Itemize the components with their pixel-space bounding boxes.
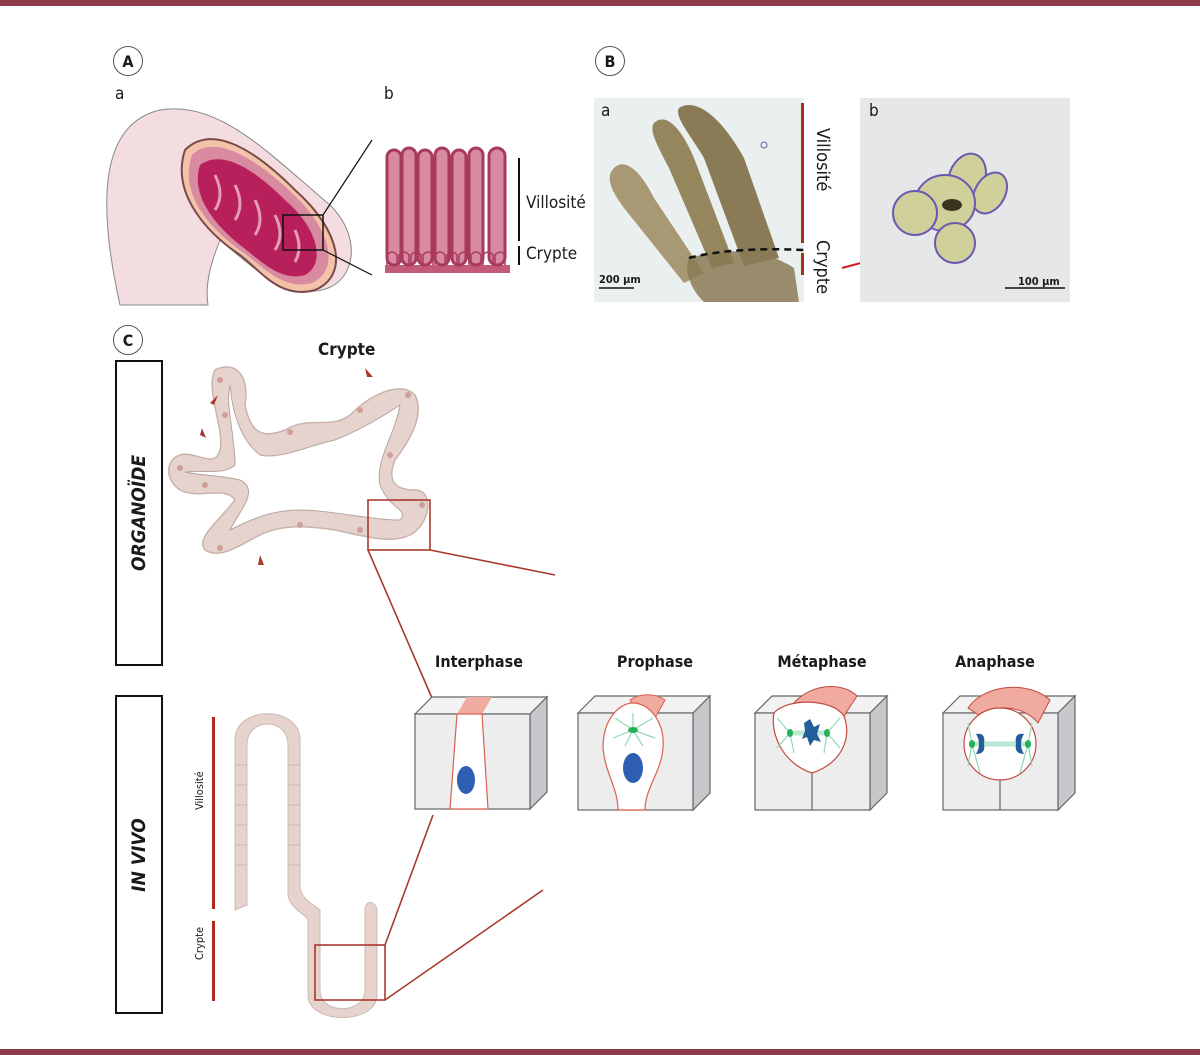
scalebar-200: 200 µm xyxy=(599,273,641,286)
nucleus-icon xyxy=(457,766,475,794)
crypt-red-bar xyxy=(801,253,804,275)
organoid-crypt-label: Crypte xyxy=(318,340,376,360)
phase-label-metaphase: Métaphase xyxy=(777,652,867,671)
villus-label: Villosité xyxy=(526,193,586,213)
phase-label-prophase: Prophase xyxy=(616,652,694,671)
intestine-illustration xyxy=(106,108,373,306)
metaphase-cell xyxy=(753,686,889,812)
invivo-crypt-label: Crypte xyxy=(193,926,206,960)
invivo-villus-illustration xyxy=(234,713,544,1018)
panel-b-sublabel-b: b xyxy=(869,101,879,121)
invivo-zoom-box xyxy=(314,944,386,1001)
villi-closeup-illustration xyxy=(385,146,510,273)
top-frame-rule xyxy=(0,0,1200,6)
panel-a-badge: A xyxy=(113,46,143,76)
crypt-vertical-label: Crypte xyxy=(812,240,833,295)
anaphase-cell xyxy=(941,686,1077,812)
invivo-villus-bar xyxy=(212,717,215,909)
micrograph-organoid xyxy=(860,98,1070,302)
crypt-arrows xyxy=(200,368,373,565)
chromatids-right-icon xyxy=(1015,733,1024,754)
prophase-cell xyxy=(576,694,712,812)
invivo-villus-label: Villosité xyxy=(193,771,206,810)
villus-bracket xyxy=(518,158,520,241)
invivo-row-label-box: IN VIVO xyxy=(115,695,163,1014)
villus-vertical-label: Villosité xyxy=(812,128,833,192)
bottom-frame-rule xyxy=(0,1049,1200,1055)
micrograph-villi xyxy=(594,98,804,302)
organoid-row-label: ORGANOÏDE xyxy=(128,454,150,572)
panel-b-badge: B xyxy=(595,46,625,76)
villus-crypt-boundary xyxy=(688,248,804,260)
chromosomes-icon xyxy=(802,719,821,746)
centrosome-icon xyxy=(628,727,638,733)
invivo-row-label: IN VIVO xyxy=(128,817,150,892)
phase-label-anaphase: Anaphase xyxy=(955,652,1035,671)
organoid-illustration xyxy=(168,366,556,706)
interphase-cell xyxy=(413,695,549,811)
crypt-label: Crypte xyxy=(526,244,578,264)
invivo-crypt-bar xyxy=(212,921,215,1001)
nucleus-icon xyxy=(623,753,643,783)
crypt-bracket xyxy=(518,246,520,265)
villus-red-bar xyxy=(801,103,804,243)
phase-label-interphase: Interphase xyxy=(435,652,523,671)
panel-a-sublabel-b: b xyxy=(384,84,394,104)
panel-b-sublabel-a: a xyxy=(601,101,611,121)
organoid-zoom-box xyxy=(367,499,431,551)
villi-folds xyxy=(197,159,317,277)
panel-a-sublabel-a: a xyxy=(115,84,125,104)
chromatids-left-icon xyxy=(976,733,985,754)
panel-c-badge: C xyxy=(113,325,143,355)
zoom-region-box xyxy=(282,214,324,251)
scalebar-100: 100 µm xyxy=(1018,275,1060,288)
organoid-row-label-box: ORGANOÏDE xyxy=(115,360,163,666)
